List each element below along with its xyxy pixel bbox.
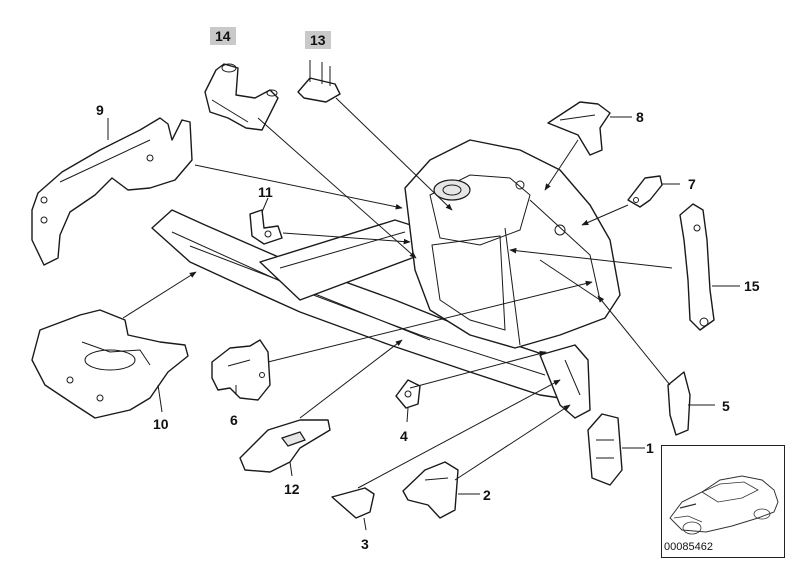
callout-5[interactable]: 5	[722, 398, 730, 414]
part-3-cover[interactable]	[331, 487, 375, 519]
part-2-bracket[interactable]	[402, 461, 459, 519]
callout-6[interactable]: 6	[230, 412, 238, 428]
callout-3[interactable]: 3	[361, 536, 369, 552]
car-silhouette-icon	[669, 475, 779, 535]
part-4-plate[interactable]	[395, 379, 421, 409]
part-8-bracket[interactable]	[547, 101, 611, 156]
callout-1[interactable]: 1	[646, 440, 654, 456]
diagram-code: 00085462	[664, 541, 713, 553]
callout-2[interactable]: 2	[483, 487, 491, 503]
part-13-mount-bolts[interactable]	[297, 60, 341, 103]
part-12-support[interactable]	[239, 419, 331, 473]
leader-lines	[107, 97, 740, 531]
part-15-pillar[interactable]	[679, 203, 715, 331]
callout-7[interactable]: 7	[688, 176, 696, 192]
callout-14[interactable]: 14	[210, 27, 236, 45]
part-10-underbody-shield[interactable]	[31, 309, 189, 419]
callout-4[interactable]: 4	[400, 428, 408, 444]
part-14-bracket[interactable]	[204, 63, 279, 131]
part-1-bracket[interactable]	[587, 413, 623, 486]
vehicle-inset	[661, 445, 785, 558]
callout-8[interactable]: 8	[636, 109, 644, 125]
part-6-bracket[interactable]	[211, 339, 271, 401]
callout-13[interactable]: 13	[305, 31, 331, 49]
part-11-bracket[interactable]	[249, 209, 283, 245]
callout-10[interactable]: 10	[153, 416, 169, 432]
part-5-plate[interactable]	[667, 371, 691, 436]
part-7-bracket[interactable]	[627, 175, 663, 208]
callout-12[interactable]: 12	[284, 481, 300, 497]
part-9-wheel-arch-panel[interactable]	[31, 117, 193, 266]
callout-9[interactable]: 9	[96, 102, 104, 118]
callout-15[interactable]: 15	[744, 278, 760, 294]
callout-11[interactable]: 11	[258, 184, 273, 200]
